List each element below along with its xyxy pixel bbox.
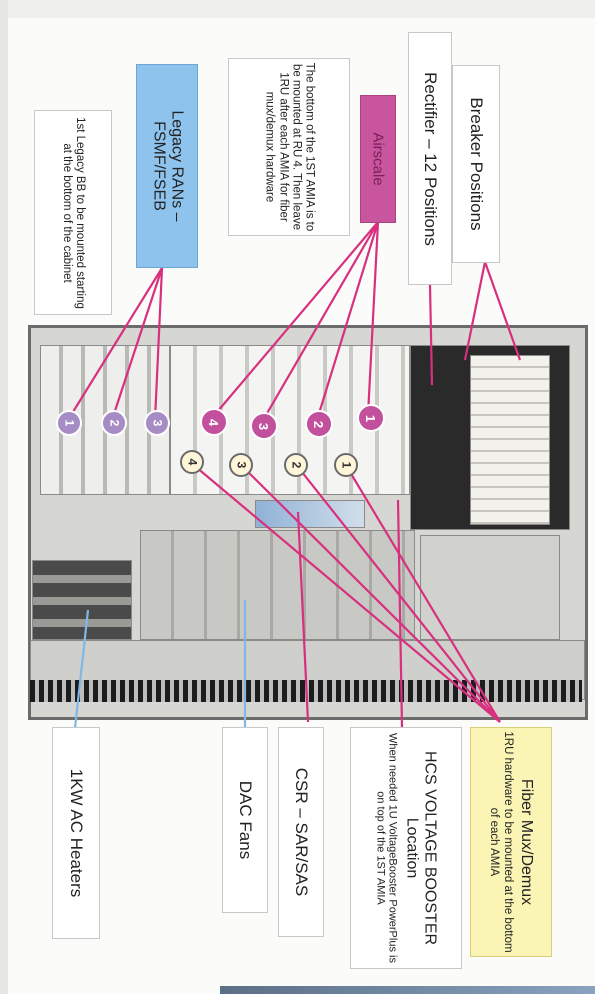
airscale-marker-2: 2 xyxy=(305,410,333,438)
fiber-mux-label: Fiber Mux/Demux 1RU hardware to be mount… xyxy=(470,727,552,957)
hcs-title: HCS VOLTAGE BOOSTER Location xyxy=(402,731,439,965)
marker-number: 1 xyxy=(363,414,378,421)
dac-fans-label: DAC Fans xyxy=(222,727,268,913)
ac-heaters-label: 1KW AC Heaters xyxy=(52,727,100,939)
marker-number: 3 xyxy=(150,420,164,427)
legacy-marker-2: 2 xyxy=(101,410,127,436)
marker-number: 2 xyxy=(107,420,121,427)
amia-mounting-text: The bottom of the 1ST AMIA is to be moun… xyxy=(263,62,316,232)
csr-text: CSR – SAR/SAS xyxy=(291,731,311,933)
marker-number: 1 xyxy=(62,420,76,427)
marker-number: 2 xyxy=(311,420,326,427)
breaker-positions-text: Breaker Positions xyxy=(466,69,486,259)
legacy-bb-text: 1st Legacy BB to be mounted starting at … xyxy=(60,115,86,311)
marker-number: 2 xyxy=(289,462,303,469)
mux-marker-2: 2 xyxy=(284,453,308,477)
rectifier-text: Rectifier – 12 Positions xyxy=(420,36,440,281)
legacy-rans-label: Legacy RANs –FSMF/FSEB xyxy=(136,64,198,268)
airscale-label: Airscale xyxy=(360,95,396,223)
hcs-booster-label: HCS VOLTAGE BOOSTER Location When needed… xyxy=(350,727,462,969)
csr-label: CSR – SAR/SAS xyxy=(278,727,324,937)
marker-number: 4 xyxy=(206,418,221,425)
legacy-marker-3: 3 xyxy=(144,410,170,436)
marker-number: 3 xyxy=(256,422,271,429)
hcs-note: When needed 1U VoltageBooster PowerPlus … xyxy=(373,731,398,965)
breaker-positions-label: Breaker Positions xyxy=(452,65,500,263)
airscale-marker-3: 3 xyxy=(250,412,278,440)
fiber-mux-note: 1RU hardware to be mounted at the bottom… xyxy=(487,731,513,953)
scan-bottom-strip xyxy=(220,986,595,994)
amia-mounting-note: The bottom of the 1ST AMIA is to be moun… xyxy=(228,58,350,236)
fiber-mux-title: Fiber Mux/Demux xyxy=(517,731,535,953)
mux-marker-1: 1 xyxy=(334,453,358,477)
ac-heaters-text: 1KW AC Heaters xyxy=(66,731,86,935)
legacy-marker-1: 1 xyxy=(56,410,82,436)
airscale-text: Airscale xyxy=(369,99,386,219)
mux-marker-4: 4 xyxy=(180,450,204,474)
mux-marker-3: 3 xyxy=(229,453,253,477)
dac-fans-text: DAC Fans xyxy=(235,731,255,909)
marker-number: 3 xyxy=(234,462,248,469)
marker-number: 4 xyxy=(185,459,199,466)
rectifier-label: Rectifier – 12 Positions xyxy=(408,32,452,285)
legacy-bb-note: 1st Legacy BB to be mounted starting at … xyxy=(34,110,112,315)
airscale-marker-1: 1 xyxy=(357,404,385,432)
airscale-marker-4: 4 xyxy=(200,408,228,436)
legacy-rans-text: Legacy RANs –FSMF/FSEB xyxy=(149,68,186,264)
marker-number: 1 xyxy=(339,462,353,469)
